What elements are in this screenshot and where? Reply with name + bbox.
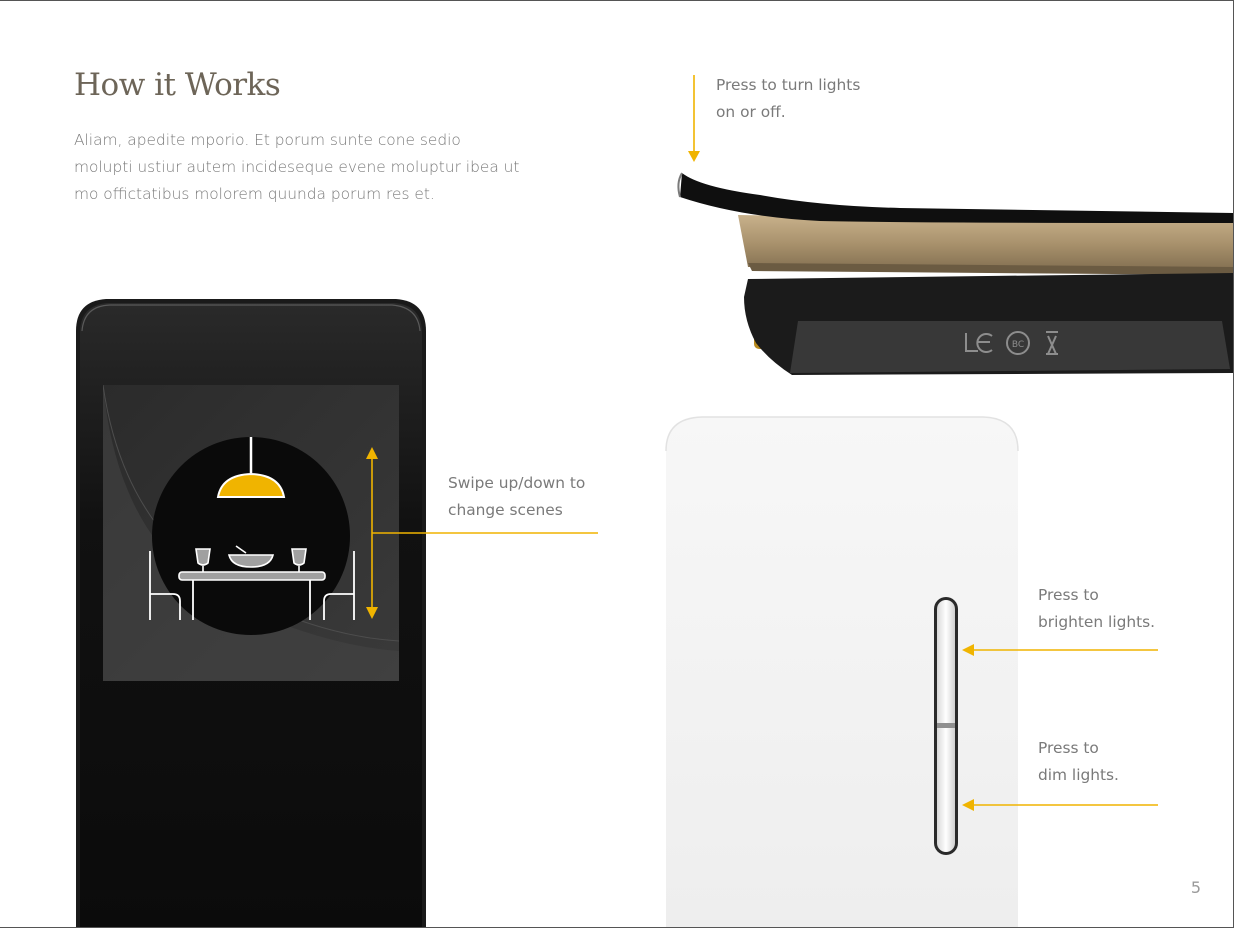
certification-marks-icon: BC [965,331,1058,355]
dim-callout: Press to dim lights. [1038,739,1119,784]
page-number: 5 [1190,878,1201,897]
dimmer-side-view: BC [677,172,1233,375]
dim-arrow [962,799,1158,811]
brighten-arrow [962,644,1158,656]
intro-paragraph: Aliam, apedite mporio. Et porum sunte co… [74,131,520,203]
page-title: How it Works [74,67,281,103]
dimmer-rocker[interactable] [934,597,958,855]
swipe-arrow [366,447,598,619]
toggle-callout: Press to turn lights on or off. [716,76,861,121]
dimmer-wall-plate [665,416,1019,927]
swipe-callout: Swipe up/down to change scenes [448,474,586,519]
svg-text:BC: BC [1012,340,1024,350]
scene-controller-device [76,299,426,927]
dining-scene-icon [149,437,355,635]
brighten-callout: Press to brighten lights. [1038,586,1156,631]
toggle-arrow [688,75,700,162]
